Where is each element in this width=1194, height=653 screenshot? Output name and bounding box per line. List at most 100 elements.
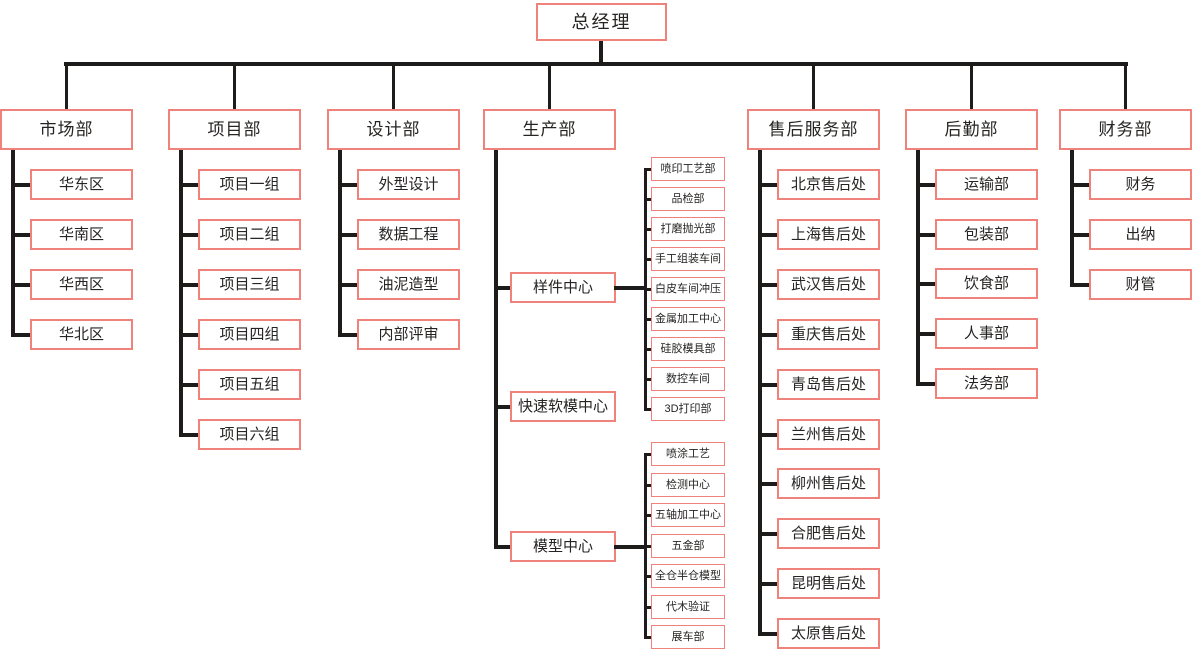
subunit-box-2-1: 检测中心 — [651, 473, 725, 497]
unit-box-4-0: 北京售后处 — [777, 169, 880, 200]
connector-drop — [548, 66, 551, 109]
connector-spine — [1070, 150, 1074, 287]
unit-box-1-4: 项目五组 — [198, 369, 301, 400]
subunit-box-2-2: 五轴加工中心 — [651, 503, 725, 527]
connector-stub — [179, 182, 198, 187]
unit-box-2-3: 内部评审 — [357, 319, 460, 350]
subunit-box-0-3: 手工组装车间 — [651, 247, 725, 271]
subunit-box-2-5: 代木验证 — [651, 595, 725, 619]
connector-stub — [758, 581, 777, 586]
unit-box-4-3: 重庆售后处 — [777, 319, 880, 350]
subunit-box-0-6: 硅胶模具部 — [651, 337, 725, 361]
unit-box-4-7: 合肥售后处 — [777, 518, 880, 549]
connector-stub — [338, 282, 357, 287]
connector-stub — [916, 182, 935, 187]
unit-box-6-0: 财务 — [1089, 169, 1192, 200]
unit-box-1-2: 项目三组 — [198, 269, 301, 300]
connector-stub — [646, 257, 651, 261]
connector-drop — [65, 66, 68, 109]
connector-spine — [338, 150, 342, 337]
connector-rail — [64, 62, 1128, 66]
connector-stub — [179, 332, 198, 337]
connector-stub — [758, 531, 777, 536]
unit-box-2-0: 外型设计 — [357, 169, 460, 200]
subunit-box-2-6: 展车部 — [651, 625, 725, 649]
connector-drop — [1124, 66, 1127, 109]
subunit-box-2-4: 全仓半仓模型 — [651, 564, 725, 588]
connector-stub — [338, 182, 357, 187]
connector-stub — [758, 631, 777, 636]
unit-box-1-1: 项目二组 — [198, 219, 301, 250]
dept-box-1: 项目部 — [168, 109, 301, 150]
unit-box-4-8: 昆明售后处 — [777, 568, 880, 599]
connector-stub — [494, 544, 510, 549]
connector-stub — [758, 332, 777, 337]
connector-stub — [338, 332, 357, 337]
dept-box-5: 后勤部 — [905, 109, 1038, 150]
unit-box-0-2: 华西区 — [30, 269, 133, 300]
connector-stub — [646, 377, 651, 381]
connector-stub — [179, 232, 198, 237]
connector-stub — [646, 605, 651, 609]
connector-drop — [233, 66, 236, 109]
connector-stub — [758, 282, 777, 287]
connector-stub — [646, 197, 651, 201]
connector-stub — [916, 331, 935, 336]
unit-box-4-2: 武汉售后处 — [777, 269, 880, 300]
unit-box-5-4: 法务部 — [935, 368, 1038, 399]
connector-stub — [494, 285, 510, 290]
unit-box-6-2: 财管 — [1089, 269, 1192, 300]
connector-branch — [614, 544, 646, 549]
subunit-box-0-0: 喷印工艺部 — [651, 157, 725, 181]
connector-stub — [11, 332, 30, 337]
unit-box-4-4: 青岛售后处 — [777, 369, 880, 400]
dept-box-3: 生产部 — [483, 109, 616, 150]
connector-spine — [916, 150, 920, 386]
dept-box-2: 设计部 — [327, 109, 460, 150]
connector-spine — [758, 150, 762, 636]
connector-stub — [758, 382, 777, 387]
subunit-box-0-5: 金属加工中心 — [651, 307, 725, 331]
subunit-box-2-0: 喷涂工艺 — [651, 442, 725, 466]
unit-box-2-1: 数据工程 — [357, 219, 460, 250]
dept-box-4: 售后服务部 — [747, 109, 880, 150]
root-box: 总经理 — [536, 3, 667, 41]
connector-drop — [392, 66, 395, 109]
connector-stub — [646, 407, 651, 411]
connector-stub — [646, 317, 651, 321]
connector-spine — [179, 150, 183, 437]
unit-box-3-1: 快速软模中心 — [510, 391, 616, 422]
unit-box-5-3: 人事部 — [935, 318, 1038, 349]
connector-stub — [11, 232, 30, 237]
unit-box-5-0: 运输部 — [935, 169, 1038, 200]
connector-stub — [1070, 282, 1089, 287]
connector-stub — [646, 167, 651, 171]
unit-box-2-2: 油泥造型 — [357, 269, 460, 300]
connector-branch — [614, 285, 646, 290]
connector-stub — [11, 182, 30, 187]
connector-stub — [916, 381, 935, 386]
subunit-box-2-3: 五金部 — [651, 534, 725, 558]
unit-box-3-2: 模型中心 — [510, 531, 616, 562]
connector-stub — [494, 404, 510, 409]
connector-trunk — [599, 41, 603, 62]
unit-box-1-0: 项目一组 — [198, 169, 301, 200]
subunit-box-0-7: 数控车间 — [651, 367, 725, 391]
connector-stub — [646, 452, 651, 456]
unit-box-6-1: 出纳 — [1089, 219, 1192, 250]
connector-spine — [494, 150, 498, 549]
connector-spine — [644, 167, 647, 411]
unit-box-1-3: 项目四组 — [198, 319, 301, 350]
unit-box-5-2: 饮食部 — [935, 268, 1038, 299]
unit-box-4-9: 太原售后处 — [777, 618, 880, 649]
subunit-box-0-1: 品检部 — [651, 187, 725, 211]
unit-box-0-0: 华东区 — [30, 169, 133, 200]
connector-stub — [758, 232, 777, 237]
connector-stub — [338, 232, 357, 237]
connector-stub — [646, 347, 651, 351]
connector-stub — [916, 281, 935, 286]
subunit-box-0-4: 白皮车间冲压 — [651, 277, 725, 301]
connector-stub — [179, 282, 198, 287]
unit-box-1-5: 项目六组 — [198, 419, 301, 450]
